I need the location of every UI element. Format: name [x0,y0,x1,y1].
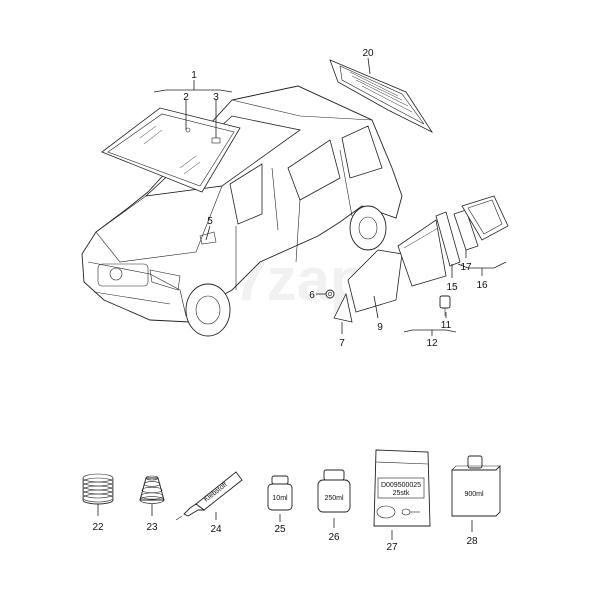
sealing-cord-roll-part-22[interactable] [82,473,114,505]
glass-strip-part-15[interactable] [435,211,461,267]
callout-11[interactable]: 11 [441,320,452,331]
callout-20[interactable]: 20 [362,48,374,59]
callout-3[interactable]: 3 [213,92,219,103]
bottle-label: 10ml [272,495,288,502]
windshield-part[interactable] [101,107,241,193]
leader-lines [97,57,507,540]
quarter-glass-part-7[interactable] [333,292,353,323]
callout-numbers: 1 2 3 5 6 7 9 11 12 15 16 17 20 22 23 24… [92,48,488,553]
car-front-wheel [185,283,231,337]
bag-label-line1: D009500025 [381,482,421,489]
callout-25[interactable]: 25 [274,524,286,535]
callout-2[interactable]: 2 [183,92,189,103]
car-rear-door-window [287,139,341,201]
cleaner-box-part-28[interactable]: 900ml [451,455,501,517]
rear-window-part[interactable] [329,59,434,134]
bolt-part-11[interactable] [439,295,451,316]
callout-28[interactable]: 28 [466,536,478,547]
quarter-glass-part-17[interactable] [453,209,479,251]
callout-7[interactable]: 7 [339,338,345,349]
can-label: 250ml [324,495,344,502]
callout-27[interactable]: 27 [386,542,398,553]
clip-bag-part-27[interactable]: D009500025 25stk [373,449,431,527]
door-glass-part-9[interactable] [347,249,403,313]
callout-17[interactable]: 17 [460,262,472,273]
callout-9[interactable]: 9 [377,322,383,333]
bag-label-line2: 25stk [393,490,410,497]
callout-6[interactable]: 6 [309,290,315,301]
car-rear-wheel [349,205,387,251]
nut-part-6[interactable] [325,289,335,299]
callout-22[interactable]: 22 [92,522,104,533]
rear-door-glass-part[interactable] [397,219,447,287]
callout-26[interactable]: 26 [328,532,340,543]
callout-16[interactable]: 16 [476,280,488,291]
small-bottle-part-25[interactable]: 10ml [267,475,293,511]
callout-23[interactable]: 23 [146,522,158,533]
callout-12[interactable]: 12 [426,338,438,349]
callout-24[interactable]: 24 [210,524,222,535]
rear-quarter-window-part-16[interactable] [461,195,509,241]
sealing-cord-cone-part-23[interactable] [139,475,165,504]
callout-1[interactable]: 1 [191,70,197,81]
box-label: 900ml [464,491,484,498]
primer-can-part-26[interactable]: 250ml [317,469,351,513]
car-quarter-window [341,125,383,179]
adhesive-tube-part-24[interactable]: Klebstoff [175,471,243,521]
callout-15[interactable]: 15 [446,282,458,293]
car-front-door-window [229,163,263,225]
callout-5[interactable]: 5 [207,216,213,227]
